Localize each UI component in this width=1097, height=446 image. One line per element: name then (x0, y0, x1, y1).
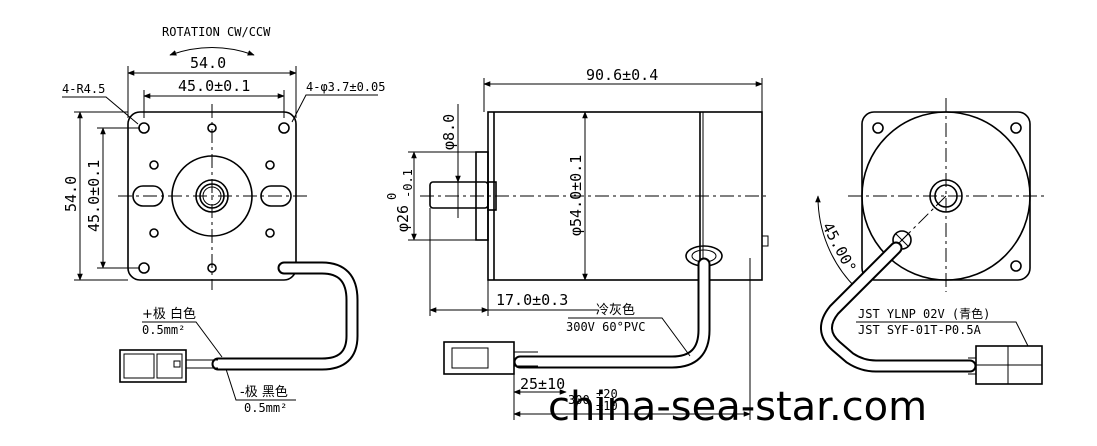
corner-radius-label: 4-R4.5 (62, 82, 105, 96)
side-length: 90.6±0.4 (586, 66, 658, 84)
front-height-outer: 54.0 (62, 176, 80, 212)
shaft-dia: φ8.0 (440, 114, 458, 150)
front-connector (119, 349, 187, 383)
front-width-outer: 54.0 (190, 54, 226, 72)
shaft-length: 17.0±0.3 (496, 291, 568, 309)
hole-dia-label: 4-φ3.7±0.05 (306, 80, 385, 94)
strip-length: 25±10 (520, 375, 565, 393)
front-view: ROTATION CW/CCW 54.0 45.0±0.1 4-R4.5 4-φ… (62, 25, 385, 415)
cable-length-a: 300 (568, 393, 590, 407)
front-cable (211, 261, 359, 371)
connector-b-label: JST SYF-01T-P0.5A (858, 323, 982, 337)
connector-a-label: JST YLNP 02V (青色) (858, 307, 990, 321)
rotation-arrow (169, 47, 255, 56)
wire-pos-size: 0.5mm² (142, 323, 185, 337)
body-dia: φ54.0±0.1 (567, 155, 585, 236)
side-view: 90.6±0.4 φ8.0 φ26 0 -0.1 φ54.0±0.1 17. (385, 66, 770, 420)
cable-length-b: ±20 (596, 387, 618, 401)
wire-neg-size: 0.5mm² (244, 401, 287, 415)
cable-color: 冷灰色 (596, 302, 635, 318)
watermark: china-sea-star.com (548, 384, 927, 430)
rotation-label: ROTATION CW/CCW (162, 25, 271, 39)
rear-view: 45.00° JST YLNP 02V (青色) JST SYF-01T-P0.… (815, 98, 1046, 385)
front-height-holes: 45.0±0.1 (85, 160, 103, 232)
front-width-holes: 45.0±0.1 (178, 77, 250, 95)
wire-neg-color: -极 黑色 (240, 384, 288, 400)
boss-tol-upper: 0 (385, 193, 399, 200)
shaft (429, 181, 489, 209)
wire-pos-color: +极 白色 (142, 306, 196, 322)
side-connector (443, 341, 515, 375)
cable-length-c: ±10 (596, 399, 618, 413)
cable-spec: 300V 60°PVC (566, 320, 645, 334)
boss-tol-lower: -0.1 (401, 169, 415, 198)
boss-dia: φ26 (394, 205, 412, 232)
